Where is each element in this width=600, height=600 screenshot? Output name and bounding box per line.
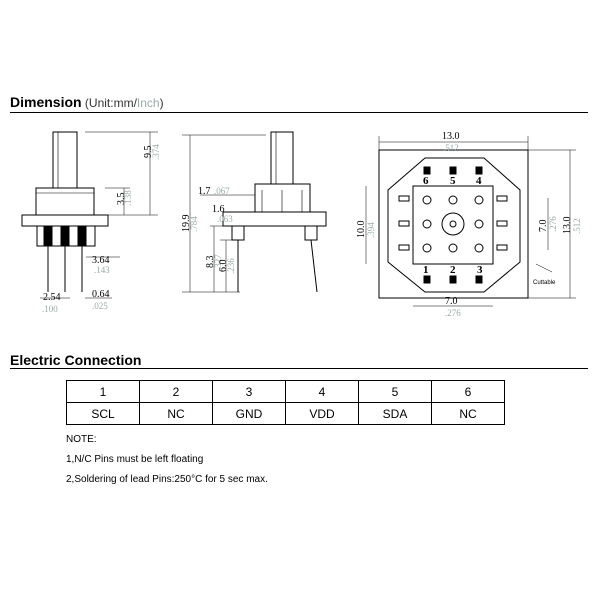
pin-number-row: 1 2 3 4 5 6 xyxy=(66,380,505,403)
front-leg-in: .327 xyxy=(213,254,223,270)
side-pin-w-in: .025 xyxy=(92,301,108,311)
side-pin-len-in: .143 xyxy=(94,265,110,275)
pin-table: 1 2 3 4 5 6 SCL NC GND VDD SDA NC xyxy=(66,380,505,425)
note-2: 2,Soldering of lead Pins:250°C for 5 sec… xyxy=(66,474,268,485)
top-bottom-w-mm: 7.0 xyxy=(445,296,458,307)
front-step-in: .063 xyxy=(217,214,233,224)
unit-close: ) xyxy=(159,96,164,110)
side-mid-mm: 3.5 xyxy=(116,193,127,206)
dimension-title: Dimension (Unit:mm/Inch) xyxy=(10,94,164,110)
side-pitch-mm: 2.54 xyxy=(43,292,61,303)
pin-signal: SDA xyxy=(358,402,432,425)
pin-number: 5 xyxy=(358,380,432,403)
top-view xyxy=(365,136,576,307)
top-pin-span-in: .276 xyxy=(548,216,558,232)
pin-signal: NC xyxy=(431,402,505,425)
top-width-in: .512 xyxy=(443,143,459,153)
front-top-in: .067 xyxy=(214,186,230,196)
dimension-rule xyxy=(10,112,588,113)
pin-signal: VDD xyxy=(285,402,359,425)
side-pin-len-mm: 3.64 xyxy=(92,255,110,266)
pin-signal: NC xyxy=(139,402,213,425)
dimension-title-text: Dimension xyxy=(10,94,82,110)
pin-label-6: 6 xyxy=(423,175,429,187)
pin-number: 4 xyxy=(285,380,359,403)
side-mid-in: .138 xyxy=(123,190,133,206)
front-leg-mm: 8.3 xyxy=(205,256,216,269)
pin-label-4: 4 xyxy=(476,175,482,187)
pin-number: 1 xyxy=(66,380,140,403)
front-step-mm: 1.6 xyxy=(212,204,225,215)
side-view xyxy=(21,131,158,299)
top-height-in: .512 xyxy=(572,218,582,234)
cuttable-label: Cuttable xyxy=(533,280,556,286)
electric-title: Electric Connection xyxy=(10,352,142,368)
pin-label-2: 2 xyxy=(450,264,456,276)
pin-signal: GND xyxy=(212,402,286,425)
front-pin-mm: 6.0 xyxy=(218,260,229,273)
top-pin-span-mm: 7.0 xyxy=(538,220,549,233)
front-total-mm: 19.9 xyxy=(181,215,192,233)
dimension-unit: (Unit:mm/Inch) xyxy=(82,96,164,110)
unit-mm: (Unit:mm/ xyxy=(81,96,137,110)
pin-signal: SCL xyxy=(66,402,140,425)
unit-inch: Inch xyxy=(136,96,160,110)
front-view xyxy=(182,131,327,293)
pin-label-1: 1 xyxy=(423,264,429,276)
side-pin-w-mm: 0.64 xyxy=(92,289,110,300)
top-bottom-w-in: .276 xyxy=(445,308,461,318)
top-inner-h-mm: 10.0 xyxy=(356,221,367,239)
front-pin-in: .236 xyxy=(226,258,236,274)
front-top-mm: 1.7 xyxy=(198,186,211,197)
top-height-mm: 13.0 xyxy=(562,217,573,235)
top-width-mm: 13.0 xyxy=(442,131,460,142)
pin-number: 2 xyxy=(139,380,213,403)
pin-number: 3 xyxy=(212,380,286,403)
note-heading: NOTE: xyxy=(66,434,97,445)
side-pitch-in: .100 xyxy=(42,304,58,314)
top-inner-h-in: .394 xyxy=(366,222,376,238)
side-height-mm: 9.5 xyxy=(143,146,154,159)
electric-rule xyxy=(10,368,588,369)
front-total-in: .784 xyxy=(189,216,199,232)
dimension-drawing: 9.5 .374 3.5 .138 3.64 .143 2.54 .100 0.… xyxy=(21,131,582,318)
pin-label-3: 3 xyxy=(477,264,483,276)
side-height-in: .374 xyxy=(151,144,161,160)
pin-label-5: 5 xyxy=(450,175,456,187)
pin-number: 6 xyxy=(431,380,505,403)
pin-signal-row: SCL NC GND VDD SDA NC xyxy=(66,402,505,425)
note-1: 1,N/C Pins must be left floating xyxy=(66,454,204,465)
